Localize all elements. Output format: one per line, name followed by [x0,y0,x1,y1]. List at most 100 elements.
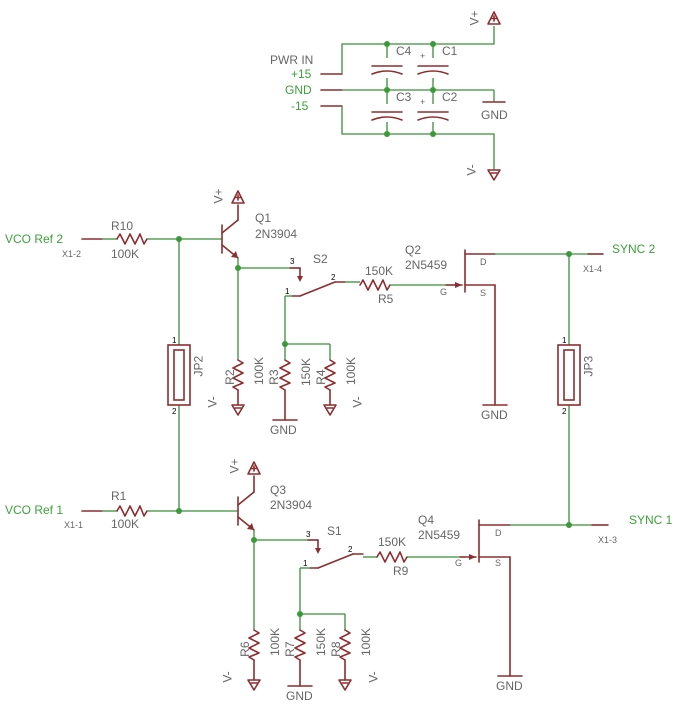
r4-value: 100K [344,357,358,385]
pwr-in-label: PWR IN [270,53,313,67]
channel-1: VCO Ref 1 X1-1 R1 100K Q3 2N3904 V [5,458,673,703]
vco-ref2-label: VCO Ref 2 [5,232,63,246]
q3-label: Q3 [270,483,286,497]
capacitor-c1: + C1 [417,44,458,75]
vplus-q3-icon: V+ [228,458,261,475]
vminus-label: V- [465,164,479,175]
s2-pin2: 2 [331,273,336,282]
c2-label: C2 [442,90,458,104]
resistor-r3: GND R3 150K [267,358,313,437]
r6-value: 100K [268,628,282,656]
sync2-label: SYNC 2 [612,242,656,256]
vminus-supply-icon: V- [465,164,501,181]
r1-label: R1 [111,489,127,503]
q4-type: 2N5459 [418,528,460,542]
s1-pin1: 1 [303,559,308,568]
transistor-q1: Q1 2N3904 [221,204,297,259]
power-pins [320,73,343,107]
r1-value: 100K [111,517,139,531]
resistor-r4: R4 100K V- [314,357,365,416]
resistor-r5: 150K R5 [359,264,394,306]
r8-vminus-label: V- [367,671,381,682]
r4-vminus-label: V- [351,396,365,407]
capacitor-c4: C4 [371,44,412,75]
minus15-label: -15 [291,99,309,113]
q2-type: 2N5459 [405,258,447,272]
power-wires [341,26,495,170]
jp3-pin2: 2 [562,407,567,416]
gnd-icon: GND [481,101,508,122]
s2-pin3: 3 [290,257,295,266]
jp2-pin1: 1 [172,336,177,345]
s1-pin3: 3 [306,530,311,539]
q4-s: S [495,558,501,568]
jp3-pin1: 1 [562,336,567,345]
r3-gnd-label: GND [270,423,297,437]
r2-label: R2 [223,369,237,385]
r6-label: R6 [238,641,252,657]
resistor-r9: 150K R9 [376,535,409,578]
r9-value: 150K [378,535,406,549]
q2-gnd-label: GND [481,408,508,422]
vco-ref1-label: VCO Ref 1 [5,503,63,517]
q3-vplus-label: V+ [228,458,242,473]
r8-value: 100K [359,628,373,656]
capacitor-c2: + C2 [417,90,458,121]
r2-vminus-label: V- [206,396,220,407]
jp3-label: JP3 [582,355,596,376]
vplus-supply-icon: V+ [468,10,501,26]
vplus-q1-icon: V+ [212,188,245,204]
jfet-q4: D G S Q4 2N5459 [418,513,511,677]
q2-label: Q2 [405,243,421,257]
jfet-q2: D G S Q2 2N5459 [405,243,496,406]
jp2-pin2: 2 [172,407,177,416]
q1-vplus-label: V+ [212,188,226,203]
channel-2: VCO Ref 2 X1-2 R10 100K Q1 2N3904 [5,188,656,437]
plus15-label: +15 [291,67,312,81]
r6-vminus-label: V- [221,671,235,682]
r7-gnd-label: GND [286,689,313,703]
q4-d: D [495,528,502,538]
switch-s2[interactable]: 3 1 2 S2 [285,252,346,297]
gnd-in-label: GND [285,83,312,97]
c1-plus: + [420,51,425,61]
power-section: PWR IN +15 GND -15 C4 [270,10,508,181]
transistor-q3: Q3 2N3904 [237,475,312,531]
switch-s1[interactable]: 3 1 2 S1 [303,524,364,569]
q2-s: S [480,288,486,298]
r7-label: R7 [283,641,297,657]
q2-g: G [440,287,447,297]
gnd-label: GND [481,108,508,122]
x1-4-label: X1-4 [583,264,602,274]
s1-label: S1 [327,524,342,538]
q4-gnd-label: GND [496,679,523,693]
q4-label: Q4 [418,513,434,527]
power-junctions [384,41,436,137]
s2-pin1: 1 [285,287,290,296]
s1-pin2: 2 [348,545,353,554]
c4-label: C4 [396,44,412,58]
x1-1-label: X1-1 [64,520,83,530]
q4-g: G [455,558,462,568]
q2-d: D [480,257,487,267]
c2-plus: + [420,97,425,107]
r9-label: R9 [393,564,409,578]
r10-label: R10 [111,219,133,233]
resistor-r2: R2 100K V- [206,357,266,416]
resistor-r7: GND R7 150K [283,628,328,703]
jumper-jp2[interactable]: 1 2 JP2 [167,239,206,511]
jumper-jp3[interactable]: 1 2 JP3 [557,254,596,525]
r8-label: R8 [329,641,343,657]
vplus-label: V+ [468,10,482,25]
resistor-r8: R8 100K V- [329,628,381,691]
resistor-r1: R1 100K [102,489,179,531]
r3-label: R3 [267,369,281,385]
jp2-label: JP2 [192,355,206,376]
x1-3-label: X1-3 [598,535,617,545]
r5-label: R5 [378,292,394,306]
q3-type: 2N3904 [270,498,312,512]
capacitor-c3: C3 [371,90,412,121]
r4-label: R4 [314,369,328,385]
x1-2-label: X1-2 [62,249,81,259]
